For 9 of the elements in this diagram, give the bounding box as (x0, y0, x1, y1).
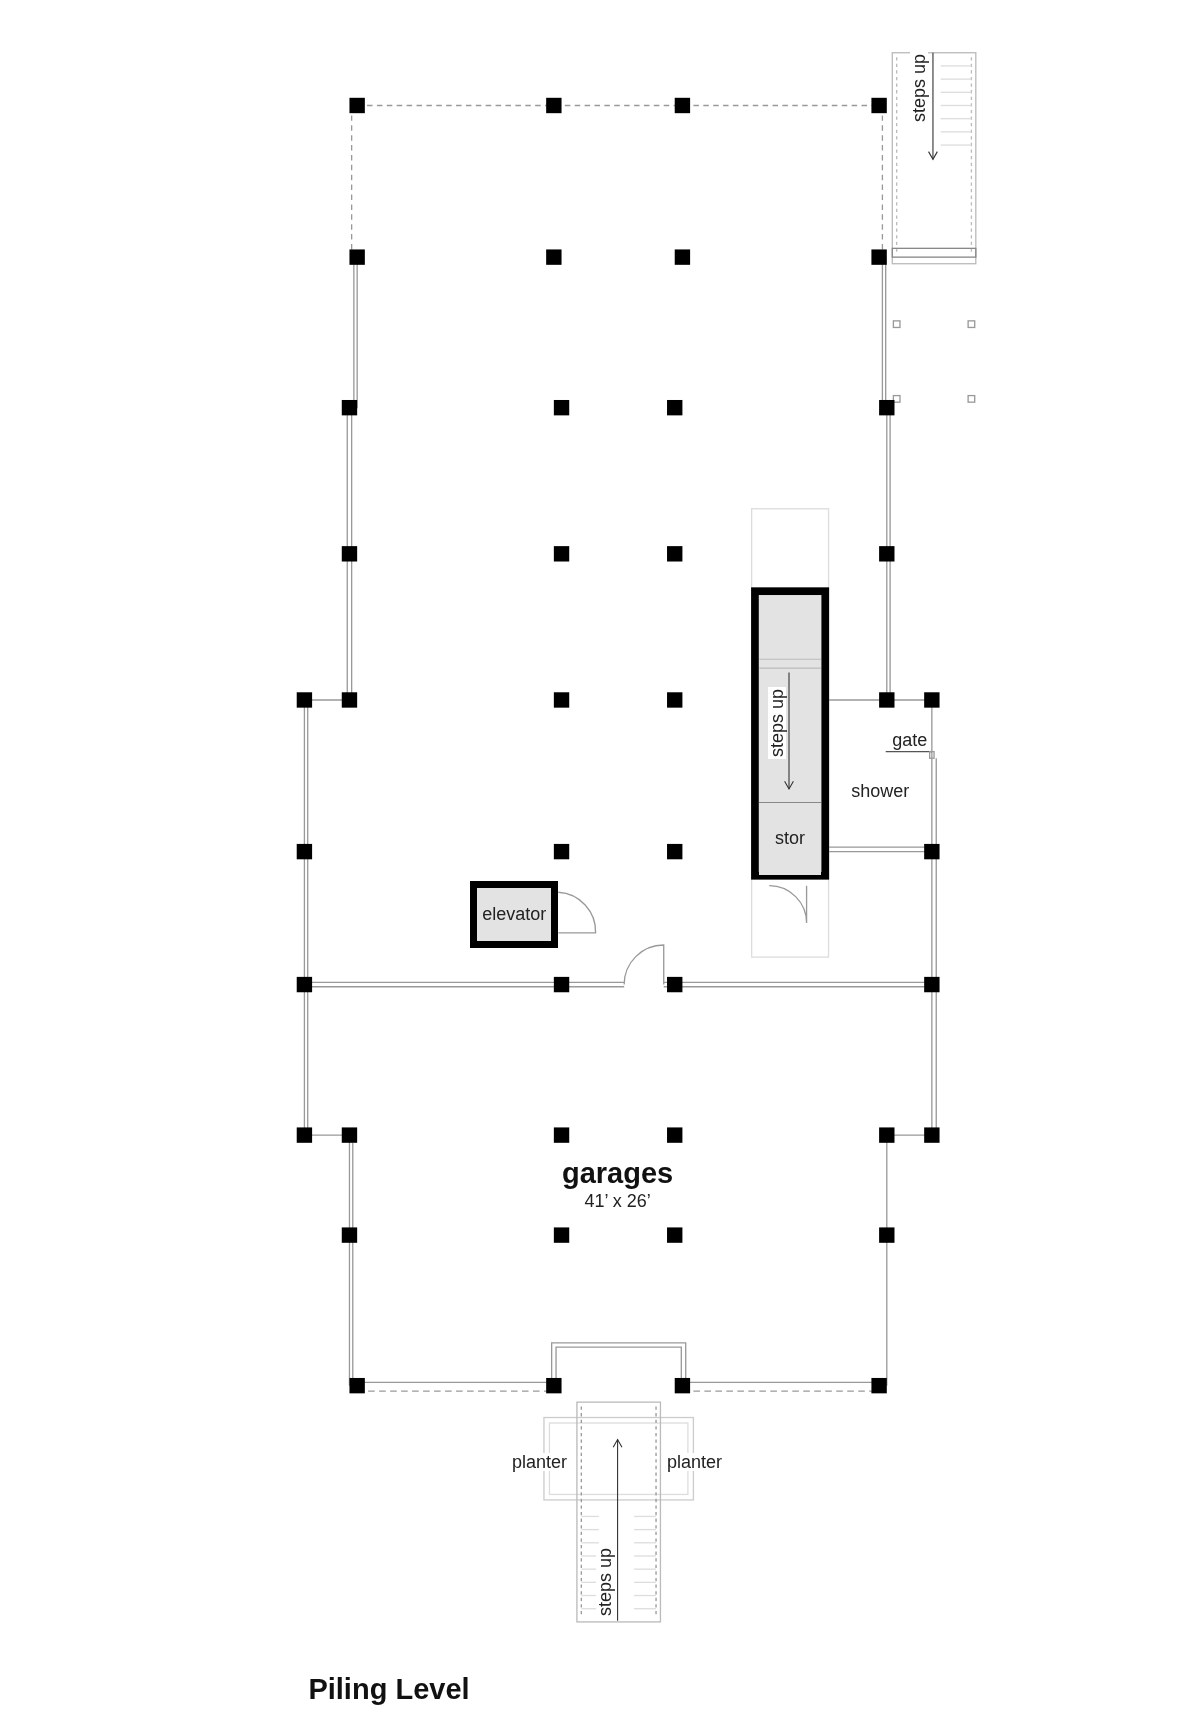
room-label: steps up (909, 51, 928, 124)
room-label: steps up (596, 1546, 615, 1619)
room-label: planter (665, 1452, 724, 1471)
room-label: stor (775, 827, 806, 851)
room-label: elevator (482, 903, 547, 927)
room-label: planter (510, 1452, 570, 1471)
storage-room (759, 802, 821, 875)
plan-title: Piling Level (308, 1674, 470, 1704)
elevator-box (470, 881, 559, 949)
